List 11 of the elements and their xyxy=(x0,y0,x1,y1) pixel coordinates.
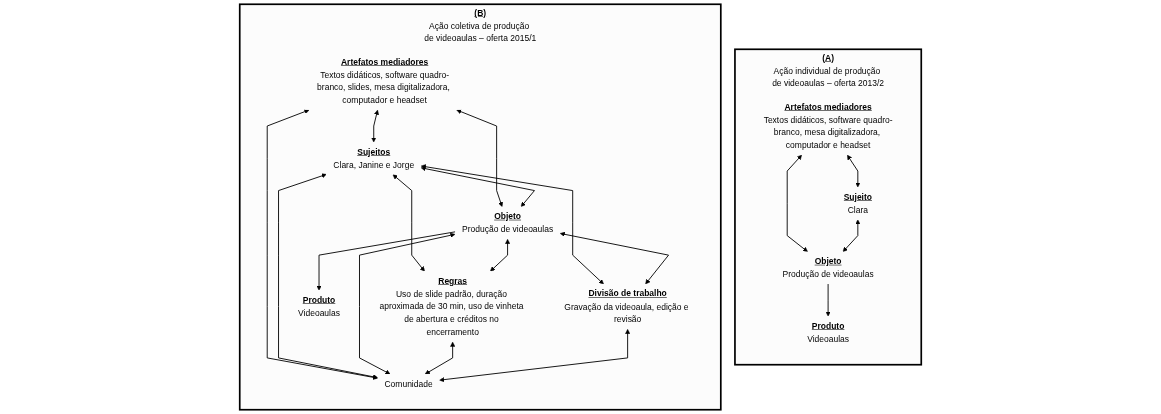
node-text: Divisão de trabalho Gravação da videoaula, edição e revisão xyxy=(564,288,689,324)
node-text: Artefatos mediadores Textos didáticos, software quadro-branco, mesa digitalizadora, computador e headset xyxy=(763,101,893,150)
node-text: Objeto Produção de videoaulas xyxy=(782,256,874,279)
node-text: Comunidade xyxy=(384,378,433,389)
node-text: Artefatos mediadores Textos didáticos, software quadro-branco, slides, mesa digitalizadora, computador e headset xyxy=(317,56,450,105)
node-text: Produto Videoaulas xyxy=(807,320,850,344)
node-text: Sujeito Clara xyxy=(843,191,872,215)
node-text: Produto Videoaulas xyxy=(298,294,340,318)
node-text: Sujeitos Clara, Janine e Jorge xyxy=(333,146,415,170)
node-text: Regras Uso de slide padrão, duração aproximada de 30 min, uso de vinheta de abertura e créditos no encerramento xyxy=(379,275,524,337)
node-text: Objeto Produção de videoaulas xyxy=(462,211,554,234)
